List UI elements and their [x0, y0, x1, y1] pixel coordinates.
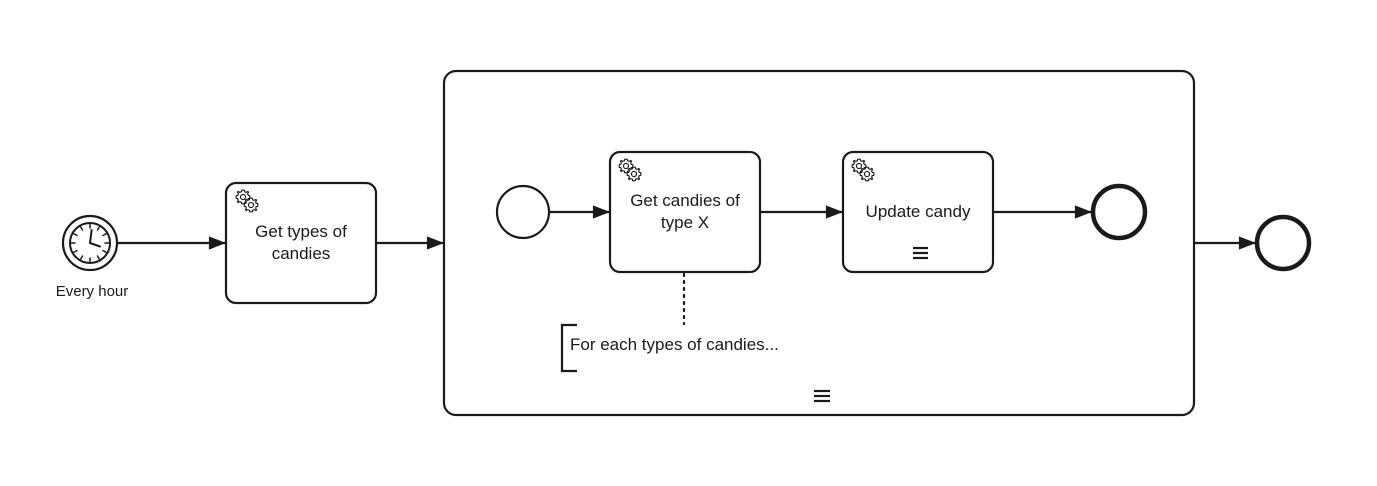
timer-event-label: Every hour	[56, 283, 129, 300]
subprocess-start-event[interactable]	[495, 184, 551, 240]
task-label-line-2: candies	[272, 244, 331, 263]
subprocess-end-event[interactable]	[1090, 183, 1148, 241]
task-label-line-2: type X	[661, 213, 709, 232]
timer-start-event[interactable]	[61, 214, 119, 272]
task-get-candies-of-type-x[interactable]: Get candies of type X	[608, 150, 762, 274]
multi-instance-sequential-icon	[814, 389, 830, 403]
clock-icon	[69, 222, 111, 264]
task-label-line-1: Get types of	[255, 222, 347, 241]
subprocess-for-each-type[interactable]	[442, 69, 1196, 417]
end-event[interactable]	[1254, 214, 1312, 272]
task-label-line-1: Get candies of	[630, 191, 740, 210]
annotation-text: For each types of candies...	[570, 335, 779, 354]
multi-instance-sequential-icon	[913, 246, 928, 260]
task-get-types-of-candies[interactable]: Get types of candies	[224, 181, 378, 305]
task-update-candy[interactable]: Update candy	[841, 150, 995, 274]
text-annotation[interactable]: For each types of candies...	[560, 323, 779, 373]
task-label: Update candy	[866, 202, 971, 221]
